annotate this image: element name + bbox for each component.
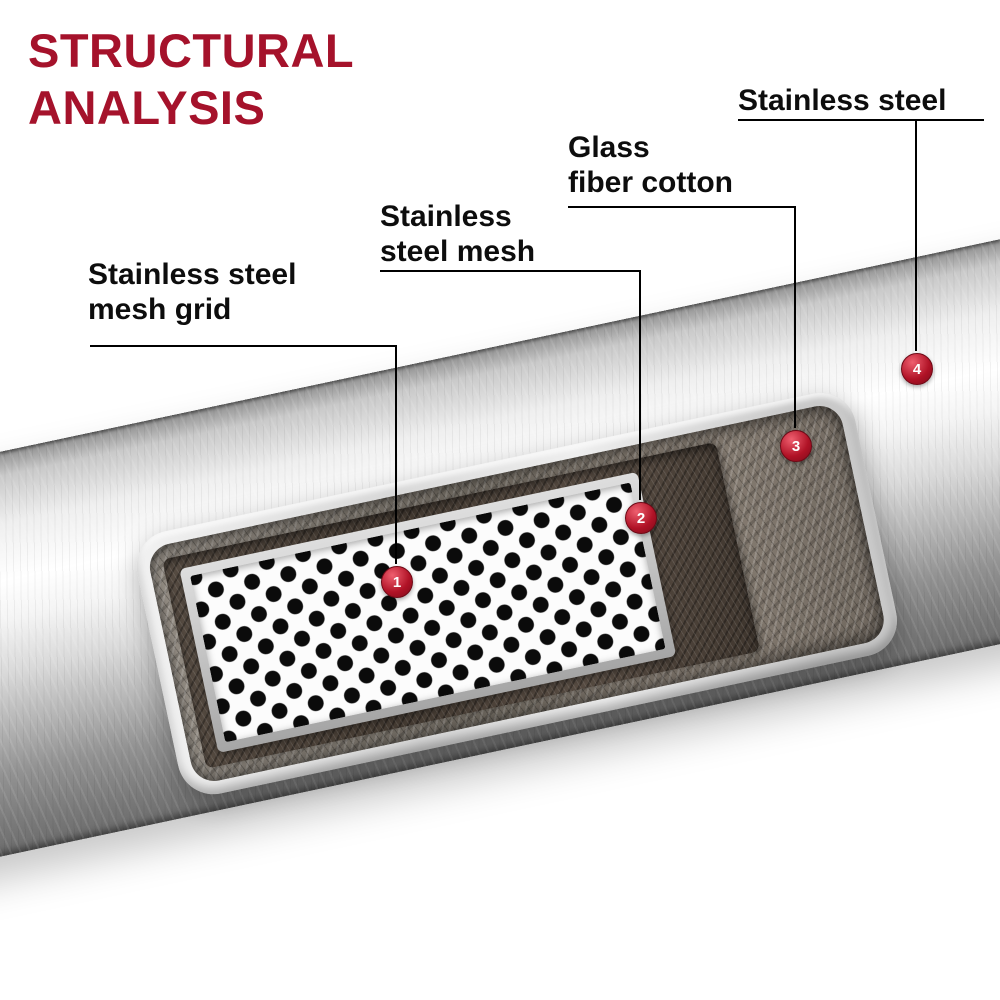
callout-label-line: Stainless steel [88,258,297,291]
callout-label-line: fiber cotton [568,165,733,199]
title-line-1: STRUCTURAL [28,24,355,77]
badge-1: 1 [381,566,413,598]
callout-label-mesh-grid: Stainless steel mesh grid [88,258,296,328]
callout-label-steel-mesh: Stainless steel mesh [380,200,535,270]
badge-2: 2 [625,502,657,534]
badge-4: 4 [901,353,933,385]
callout-label-line: Stainless [380,200,512,233]
callout-label-line: steel mesh [380,234,536,268]
badge-3: 3 [780,430,812,462]
callout-label-line: Stainless steel [738,84,947,117]
callout-label-line: mesh grid [88,292,232,326]
title-line-2: ANALYSIS [28,81,266,135]
page-title: STRUCTURAL ANALYSIS [28,22,354,137]
callout-label-line: Glass [568,131,650,164]
perforated-mesh-grid-layer [190,482,666,743]
callout-label-stainless-steel: Stainless steel [738,84,946,119]
callout-label-glass-fiber: Glass fiber cotton [568,131,733,201]
